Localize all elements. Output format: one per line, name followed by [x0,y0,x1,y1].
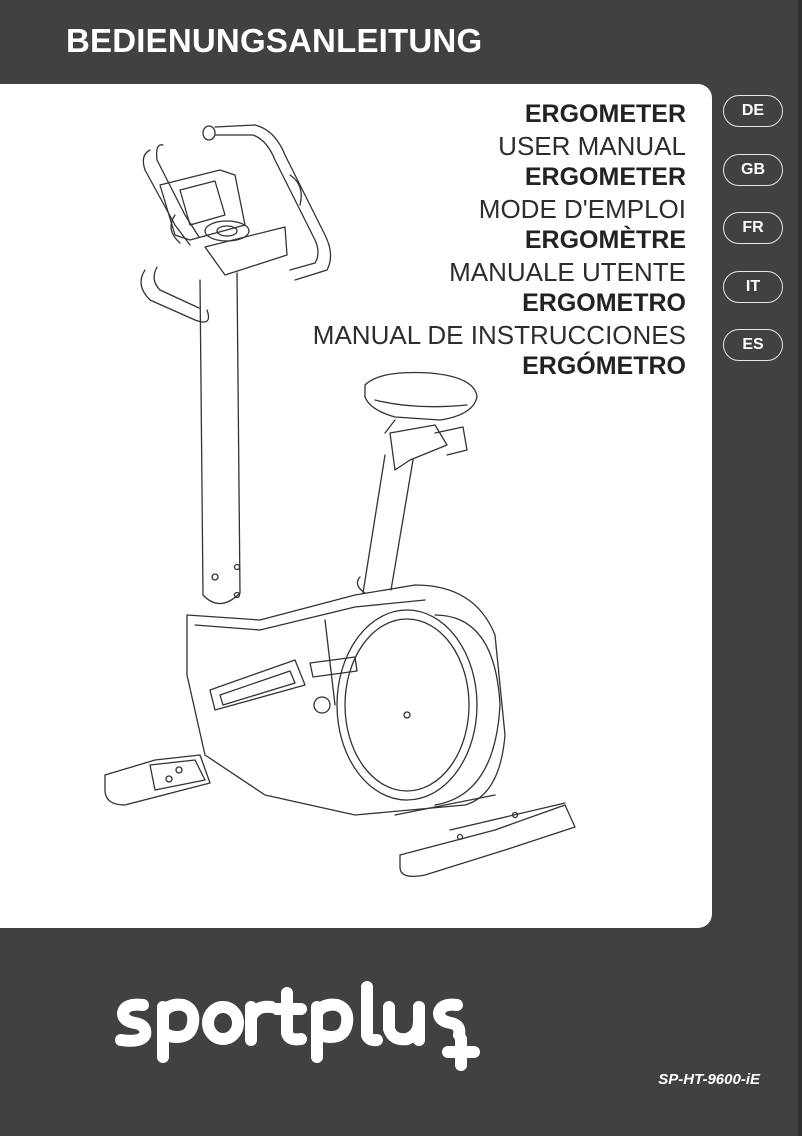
manual-titles: ERGOMETER USER MANUAL ERGOMETER MODE D'E… [313,99,686,383]
language-tab-gb[interactable]: GB [723,153,783,186]
language-tab-fr[interactable]: FR [723,212,783,244]
title-it: ERGOMETRO [522,289,686,317]
ergometer-illustration [104,124,576,878]
title-de: ERGOMETER [524,100,686,128]
subtitle-gb: USER MANUAL [498,130,686,161]
language-tab-es[interactable]: ES [723,329,783,361]
model-number: SP-HT-9600-iE [658,1071,760,1088]
language-tabs: DE GB FR IT ES [723,95,787,388]
subtitle-es: MANUAL DE INSTRUCCIONES [312,319,686,350]
page-title: BEDIENUNGSANLEITUNG [66,22,483,59]
title-fr: ERGOMÈTRE [524,226,686,254]
page-edge [798,0,802,1136]
language-tab-it[interactable]: IT [723,270,783,303]
sportplus-logo [115,981,480,1071]
subtitle-it: MANUALE UTENTE [449,256,686,287]
cover-panel [0,84,712,928]
subtitle-fr: MODE D'EMPLOI [478,193,686,224]
title-es: ERGÓMETRO [522,352,686,380]
title-gb: ERGOMETER [524,163,686,191]
language-tab-de[interactable]: DE [723,95,783,127]
